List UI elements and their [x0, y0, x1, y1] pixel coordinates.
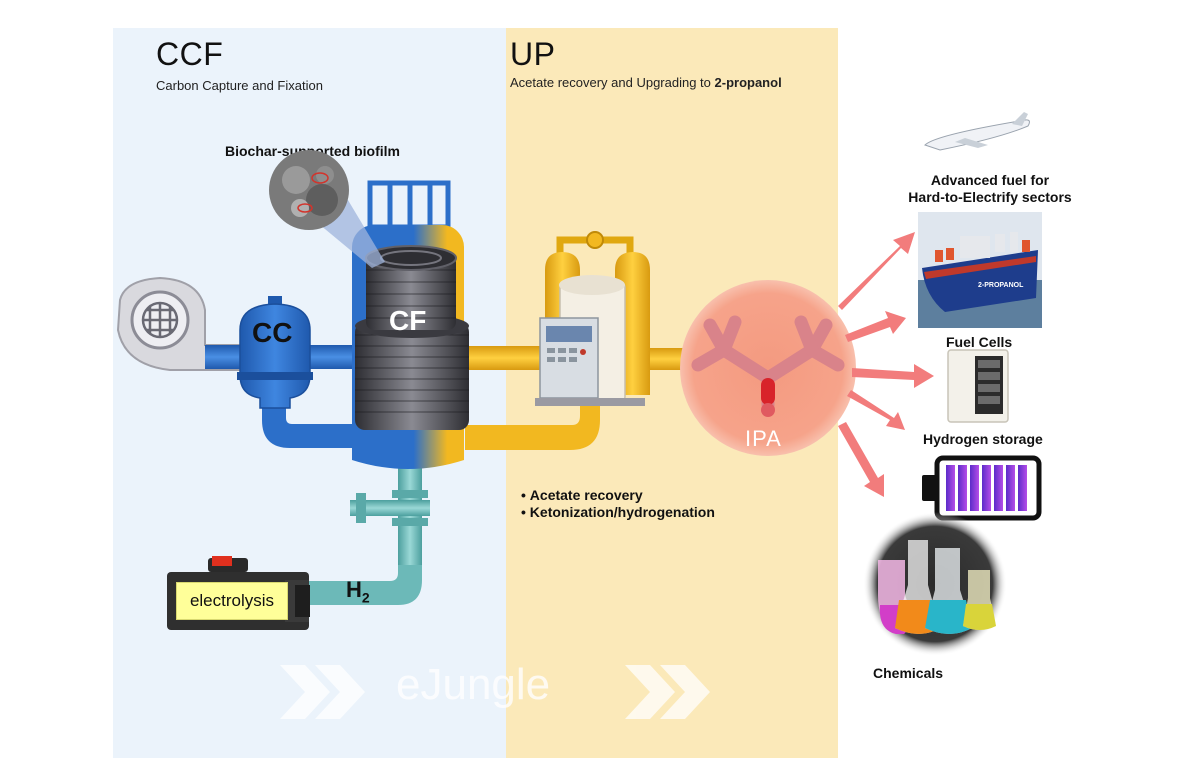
ipa-label: IPA	[745, 426, 782, 451]
up-subtitle-bold: 2-propanol	[714, 75, 782, 90]
micrograph-icon	[269, 150, 349, 230]
up-to-ipa-pipe	[650, 348, 690, 370]
fuel-label-line2: Hard-to-Electrify sectors	[908, 189, 1072, 205]
chemicals-label: Chemicals	[873, 665, 944, 681]
watermark-text: eJungle	[396, 660, 551, 709]
ship-label: 2-PROPANOL	[978, 282, 1024, 289]
battery-icon	[922, 455, 1042, 521]
fuel-label-line1: Advanced fuel for	[930, 172, 1050, 188]
inlet-pipe	[205, 345, 245, 369]
ipa-molecule-icon	[691, 315, 845, 417]
h2-label: H2	[346, 577, 370, 606]
airplane-icon	[924, 112, 1030, 151]
electrolysis-label: electrolysis	[176, 582, 288, 620]
cc-label: CC	[252, 317, 293, 348]
up-return-pipe	[465, 395, 600, 450]
cc-return-pipe	[262, 400, 360, 448]
ccf-heading: CCF	[156, 36, 224, 72]
cc-to-cf-pipe	[305, 345, 360, 369]
cc-vessel	[237, 296, 313, 409]
up-step: Acetate recovery	[521, 487, 715, 504]
output-arrows	[838, 232, 934, 497]
up-step: Ketonization/hydrogenation	[521, 504, 715, 521]
fuel-label: Advanced fuel for Hard-to-Electrify sect…	[880, 172, 1100, 206]
hydrogen-storage-label: Hydrogen storage	[923, 431, 1043, 447]
watermark-chevrons	[280, 665, 710, 719]
up-heading: UP	[510, 36, 556, 72]
cf-coil	[355, 245, 469, 430]
ipa-circle	[680, 280, 856, 456]
ship-icon: 2-PROPANOL	[918, 212, 1042, 328]
up-steps-list: Acetate recovery Ketonization/hydrogenat…	[521, 487, 715, 521]
fuel-cells-label: Fuel Cells	[946, 334, 1013, 350]
cf-label: CF	[389, 305, 427, 336]
fuel-cell-icon	[947, 349, 1009, 423]
up-subtitle: Acetate recovery and Upgrading to 2-prop…	[510, 75, 782, 90]
ccf-subtitle: Carbon Capture and Fixation	[156, 78, 323, 93]
upgrading-unit	[535, 231, 650, 406]
chemicals-icon	[863, 512, 1007, 656]
cf-to-up-pipe	[465, 346, 545, 370]
